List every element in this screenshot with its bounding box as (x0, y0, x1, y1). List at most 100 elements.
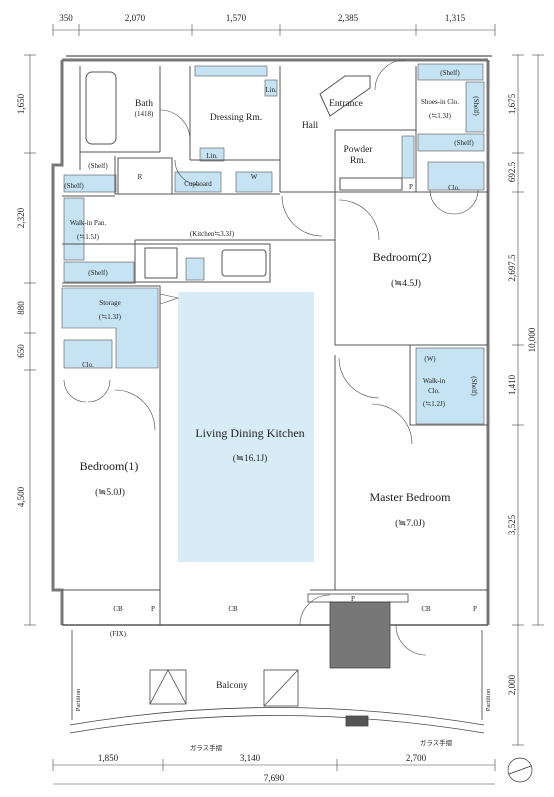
label-shelf-pan: (Shelf) (88, 269, 108, 277)
label-ldk-size: (≒16.1J) (233, 453, 268, 464)
label-p-powder: P (409, 183, 413, 191)
label-walkin-pan-size: (≒1.5J) (77, 233, 100, 241)
dim-top-3: 1,570 (226, 13, 247, 23)
label-walkin-pan: Walk-in Pan. (70, 219, 107, 227)
dimension-lines (24, 24, 544, 785)
dim-bottom-3: 2,700 (406, 753, 427, 763)
dim-top-1: 350 (59, 13, 73, 23)
label-p1: P (151, 605, 155, 613)
storage (61, 287, 159, 369)
label-washer: W (251, 173, 258, 181)
dim-left-3: 880 (16, 301, 26, 315)
dim-bottom-2: 3,140 (240, 753, 261, 763)
label-wic-size: (≒1.2J) (423, 400, 446, 408)
dim-left-4: 650 (16, 344, 26, 358)
dim-left-5: 4,500 (16, 486, 26, 507)
label-cupboard: Cupboard (184, 180, 212, 188)
label-clo-bed2: Clo. (448, 184, 460, 192)
label-shelf-left: (Shelf) (64, 182, 84, 190)
closet-bed2 (427, 161, 485, 191)
shoes-shelf-top (417, 63, 484, 81)
dressing-shelf (194, 65, 268, 77)
dim-right-1: 1,675 (507, 93, 517, 114)
label-shelf-shoes-bottom: (Shelf) (454, 139, 474, 147)
ldk-area (178, 292, 314, 562)
label-powder: Powder (343, 145, 373, 155)
label-shelf-shoes-side: (Shelf) (472, 96, 480, 116)
label-lin-dressing: Lin. (206, 152, 218, 160)
dim-right-3: 2,697.5 (507, 254, 517, 282)
linen-top (264, 79, 278, 97)
label-partition-left: Partition (75, 688, 82, 711)
balcony-structure (69, 593, 485, 734)
cupboard (174, 171, 222, 193)
fixtures (61, 63, 485, 425)
label-bedroom1-size: (≒5.0J) (95, 487, 125, 498)
powder-counter (401, 135, 415, 179)
label-cb3: CB (421, 605, 431, 613)
label-glass-rail-right: ガラス手摺 (420, 738, 453, 747)
label-master-size: (≒7.0J) (395, 518, 425, 529)
label-storage-size: (≒1.3J) (99, 313, 122, 321)
label-bedroom2-size: (≒4.5J) (391, 278, 421, 289)
label-wic-shelf: (Shelf) (470, 376, 478, 396)
dim-bottom-1: 1,850 (98, 753, 119, 763)
label-bedroom2: Bedroom(2) (373, 250, 432, 264)
dim-top-4: 2,385 (338, 13, 359, 23)
label-dressing: Dressing Rm. (210, 113, 262, 123)
label-shelf-top: (Shelf) (88, 162, 108, 170)
label-cb1: CB (113, 605, 123, 613)
kitchen-counter-blue (185, 257, 205, 281)
label-partition-right: Partition (485, 688, 492, 711)
label-cb2: CB (228, 605, 238, 613)
dim-right-5: 3,525 (507, 514, 517, 535)
label-wic: Walk-in (423, 377, 446, 385)
label-bath-size: (1418) (135, 110, 154, 118)
label-p2: P (351, 595, 355, 603)
shoes-shelf-bottom (417, 133, 485, 152)
label-shelf-shoes-top: (Shelf) (440, 69, 460, 77)
dim-top-5: 1,315 (445, 13, 466, 23)
label-storage: Storage (99, 299, 120, 307)
label-glass-rail-left: ガラス手摺 (190, 743, 223, 752)
label-entrance: Entrance (329, 99, 363, 109)
label-master: Master Bedroom (370, 490, 452, 504)
label-shoes-in-size: (≒1.3J) (429, 112, 452, 120)
dim-right-4: 1,410 (507, 374, 517, 395)
label-balcony: Balcony (216, 681, 248, 691)
shoes-shelf-side (465, 81, 485, 133)
label-bath: Bath (135, 99, 153, 109)
label-ldk: Living Dining Kitchen (195, 426, 304, 440)
washer-pan (235, 171, 273, 193)
shelf-left-top (63, 174, 117, 193)
walk-in-closet (415, 347, 485, 425)
label-p3: P (473, 605, 477, 613)
label-fix: (FIX) (110, 630, 127, 638)
label-hall: Hall (302, 121, 319, 131)
closet-bed1 (63, 339, 113, 369)
door-swings (63, 59, 479, 656)
label-lin-top: Lin. (265, 86, 277, 94)
dim-right-total: 10,000 (527, 327, 537, 352)
pantry-shelf-side (63, 197, 85, 261)
label-wic-w: (W) (424, 355, 436, 363)
dim-right-6: 2,000 (507, 674, 517, 695)
walls (51, 55, 492, 626)
label-fridge: R (138, 173, 143, 181)
dim-bottom-total: 7,690 (264, 773, 285, 783)
compass-icon (507, 757, 533, 783)
dim-left-1: 1,650 (16, 93, 26, 114)
linen-dressing (199, 147, 225, 162)
dim-top-2: 2,070 (125, 13, 146, 23)
label-kitchen: (Kitchen≒3.3J) (190, 230, 235, 238)
label-shoes-in: Shoes-in Clo. (421, 98, 459, 106)
dim-right-2: 692.5 (507, 161, 517, 182)
pantry-shelf-bottom (63, 261, 135, 283)
label-clo-bed1: Clo. (82, 361, 94, 369)
dim-left-2: 2,320 (16, 207, 26, 228)
label-bedroom1: Bedroom(1) (80, 459, 139, 473)
label-wic-clo: Clo. (428, 387, 440, 395)
label-powder-rm: Rm. (350, 156, 366, 166)
